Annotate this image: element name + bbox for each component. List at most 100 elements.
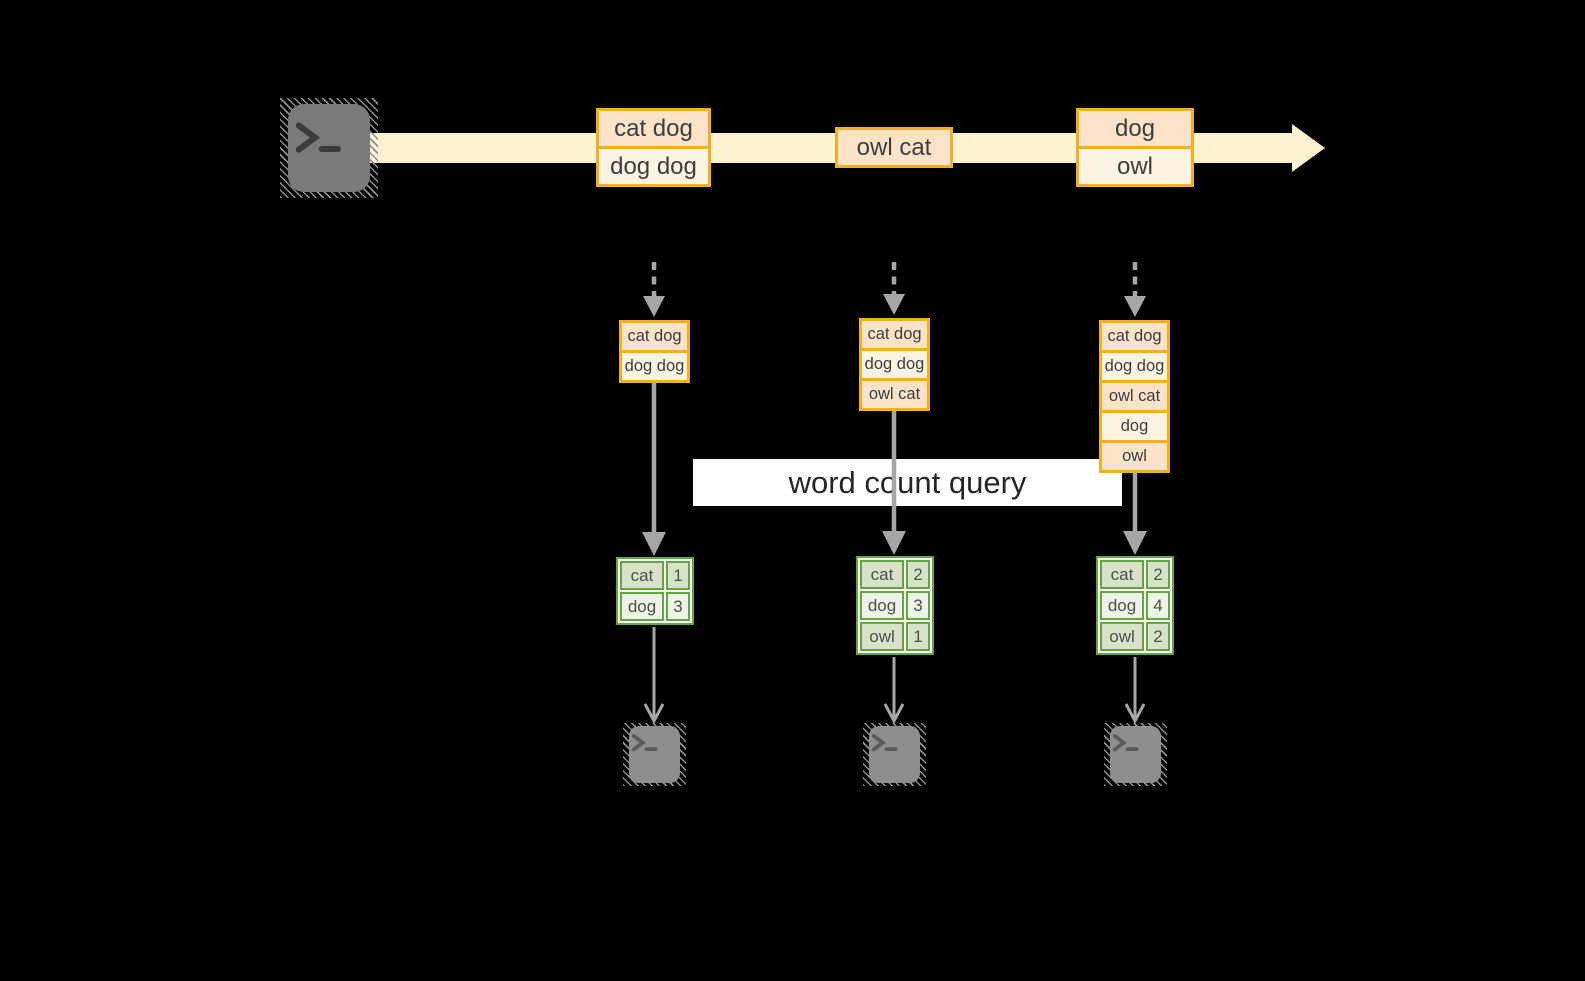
batch-line: dog [1079, 111, 1191, 146]
microbatch-line: owl [1102, 443, 1167, 470]
table-row: owl 1 [860, 622, 930, 651]
table-row: dog 3 [860, 591, 930, 620]
count-cell: 3 [906, 591, 930, 620]
microbatch-line-text: owl cat [868, 385, 921, 403]
query-arrow-1 [642, 383, 666, 556]
source-terminal-icon [280, 98, 378, 198]
word-text: owl [869, 626, 895, 646]
word-text: cat [870, 564, 894, 584]
microbatch-line-text: cat dog [867, 325, 922, 343]
batch-line-text: owl cat [856, 133, 932, 161]
microbatch-box-2: cat dog dog dog owl cat [859, 318, 930, 411]
microbatch-line-text: dog dog [1104, 357, 1165, 375]
word-text: owl [1109, 626, 1135, 646]
terminal-prompt-icon [871, 734, 898, 752]
count-text: 3 [673, 596, 683, 616]
microbatch-box-3: cat dog dog dog owl cat dog owl [1099, 320, 1170, 473]
count-text: 1 [673, 565, 683, 585]
word-cell: cat [860, 560, 904, 589]
output-arrow-3 [1124, 657, 1146, 725]
count-text: 4 [1153, 595, 1163, 615]
count-text: 2 [1153, 626, 1163, 646]
word-cell: cat [1100, 560, 1144, 589]
count-table-3: cat 2 dog 4 owl 2 [1096, 556, 1174, 655]
microbatch-line-text: cat dog [1107, 327, 1162, 345]
batch-line: cat dog [599, 111, 708, 146]
word-text: dog [867, 595, 897, 615]
word-text: dog [627, 596, 657, 616]
stream-batch-box-1: cat dog dog dog [596, 108, 711, 187]
microbatch-line-text: owl [1122, 447, 1147, 465]
word-text: cat [1110, 564, 1134, 584]
query-arrow-3 [1123, 471, 1147, 555]
dashed-arrow-3 [1124, 262, 1146, 317]
batch-line: owl [1079, 149, 1191, 184]
table-row: cat 2 [860, 560, 930, 589]
microbatch-box-1: cat dog dog dog [619, 320, 690, 383]
count-cell: 2 [1146, 560, 1170, 589]
table-row: dog 3 [620, 592, 690, 621]
table-row: cat 2 [1100, 560, 1170, 589]
microbatch-line: owl cat [862, 381, 927, 408]
word-cell: owl [860, 622, 904, 651]
stream-batch-box-3: dog owl [1076, 108, 1194, 187]
query-label: word count query [788, 464, 1027, 500]
batch-line-text: owl [1116, 152, 1153, 180]
word-text: cat [630, 565, 654, 585]
microbatch-line-text: dog [1120, 417, 1149, 435]
output-arrow-1 [643, 627, 665, 725]
batch-line-text: dog dog [610, 152, 697, 180]
count-table-1: cat 1 dog 3 [616, 557, 694, 625]
count-text: 2 [1153, 564, 1163, 584]
microbatch-line-text: dog dog [864, 355, 925, 373]
terminal-screen [629, 726, 680, 783]
dashed-arrow-2 [883, 262, 905, 315]
sink-terminal-icon-1 [623, 723, 686, 786]
microbatch-line: cat dog [1102, 323, 1167, 350]
count-table-2: cat 2 dog 3 owl 1 [856, 556, 934, 655]
table-row: dog 4 [1100, 591, 1170, 620]
count-cell: 1 [906, 622, 930, 651]
batch-line-text: cat dog [614, 114, 693, 142]
count-text: 3 [913, 595, 923, 615]
terminal-prompt-icon [295, 122, 341, 153]
sink-terminal-icon-2 [863, 723, 926, 786]
word-cell: owl [1100, 622, 1144, 651]
dashed-arrow-1 [643, 262, 665, 317]
table-row: cat 1 [620, 561, 690, 590]
count-cell: 2 [1146, 622, 1170, 651]
microbatch-line: dog dog [622, 353, 687, 380]
query-banner: word count query [693, 459, 1122, 506]
terminal-screen [869, 726, 920, 783]
microbatch-line-text: dog dog [624, 357, 685, 375]
count-cell: 1 [666, 561, 690, 590]
sink-terminal-icon-3 [1104, 723, 1167, 786]
word-cell: dog [620, 592, 664, 621]
output-arrow-2 [883, 657, 905, 725]
word-cell: dog [860, 591, 904, 620]
microbatch-line-text: owl cat [1108, 387, 1161, 405]
count-cell: 2 [906, 560, 930, 589]
word-cell: dog [1100, 591, 1144, 620]
microbatch-line: dog dog [862, 351, 927, 378]
microbatch-line: dog [1102, 413, 1167, 440]
count-text: 2 [913, 564, 923, 584]
microbatch-line: dog dog [1102, 353, 1167, 380]
microbatch-line: cat dog [622, 323, 687, 350]
word-text: dog [1107, 595, 1137, 615]
count-cell: 3 [666, 592, 690, 621]
count-cell: 4 [1146, 591, 1170, 620]
microbatch-line: cat dog [862, 321, 927, 348]
batch-line-text: dog [1114, 114, 1156, 142]
stream-timeline-arrowhead [1292, 124, 1325, 172]
terminal-screen [1110, 726, 1161, 783]
batch-line: dog dog [599, 149, 708, 184]
microbatch-line-text: cat dog [627, 327, 682, 345]
batch-line: owl cat [838, 130, 950, 165]
stream-batch-box-2: owl cat [835, 127, 953, 168]
table-row: owl 2 [1100, 622, 1170, 651]
count-text: 1 [913, 626, 923, 646]
terminal-prompt-icon [631, 734, 658, 752]
terminal-prompt-icon [1112, 734, 1139, 752]
